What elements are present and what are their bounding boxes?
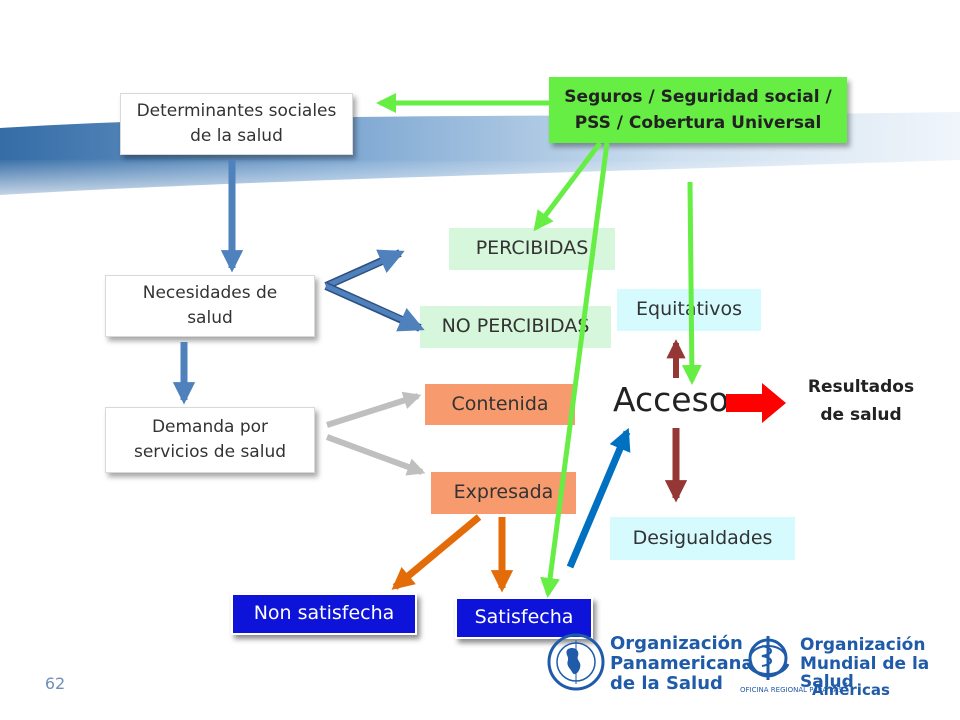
oms-sub: OFICINA REGIONAL PARA LAS	[740, 686, 843, 694]
contenida-box: Contenida	[425, 384, 575, 425]
ops-line3: de la Salud	[610, 672, 723, 694]
demanda-label: Demanda por servicios de salud	[133, 417, 287, 462]
non-satisfecha-box: Non satisfecha	[231, 593, 417, 635]
percibidas-label: PERCIBIDAS	[475, 237, 589, 260]
expresada-box: Expresada	[431, 472, 576, 514]
non-satisfecha-label: Non satisfecha	[253, 602, 395, 625]
seguros-box: Seguros / Seguridad social / PSS / Cober…	[549, 77, 847, 143]
expresada-label: Expresada	[453, 481, 554, 504]
ops-line2: Panamericana	[610, 652, 754, 674]
equitativos-label: Equitativos	[636, 298, 742, 321]
oms-line1: Organización	[800, 635, 926, 655]
page-number: 62	[44, 674, 66, 693]
demanda-box: Demanda por servicios de salud	[105, 407, 315, 473]
satisfecha-label: Satisfecha	[474, 606, 574, 629]
ops-globe-icon	[547, 633, 605, 691]
oms-region: Américas	[812, 681, 890, 699]
resultados-label: Resultados de salud	[807, 377, 915, 426]
oms-name: Organización Mundial de la Salud	[800, 636, 960, 692]
percibidas-box: PERCIBIDAS	[449, 228, 615, 270]
oms-line2: Mundial de la Salud	[800, 653, 930, 693]
acceso-label: Acceso	[613, 380, 729, 419]
who-emblem-icon	[746, 636, 790, 680]
necesidades-box: Necesidades de salud	[105, 275, 315, 337]
ops-line1: Organización	[610, 633, 743, 654]
no-percibidas-label: NO PERCIBIDAS	[441, 315, 590, 338]
seguros-label: Seguros / Seguridad social / PSS / Cober…	[564, 86, 832, 133]
desigualdades-label: Desigualdades	[632, 526, 773, 549]
determinantes-label: Determinantes sociales de la salud	[136, 101, 337, 146]
desigualdades-box: Desigualdades	[610, 517, 795, 560]
ops-name: Organización Panamericana de la Salud	[610, 634, 754, 693]
equitativos-box: Equitativos	[617, 289, 761, 331]
satisfecha-box: Satisfecha	[455, 597, 593, 639]
necesidades-label: Necesidades de salud	[142, 283, 278, 328]
determinantes-box: Determinantes sociales de la salud	[120, 93, 353, 155]
contenida-label: Contenida	[451, 392, 549, 415]
no-percibidas-box: NO PERCIBIDAS	[420, 306, 611, 348]
